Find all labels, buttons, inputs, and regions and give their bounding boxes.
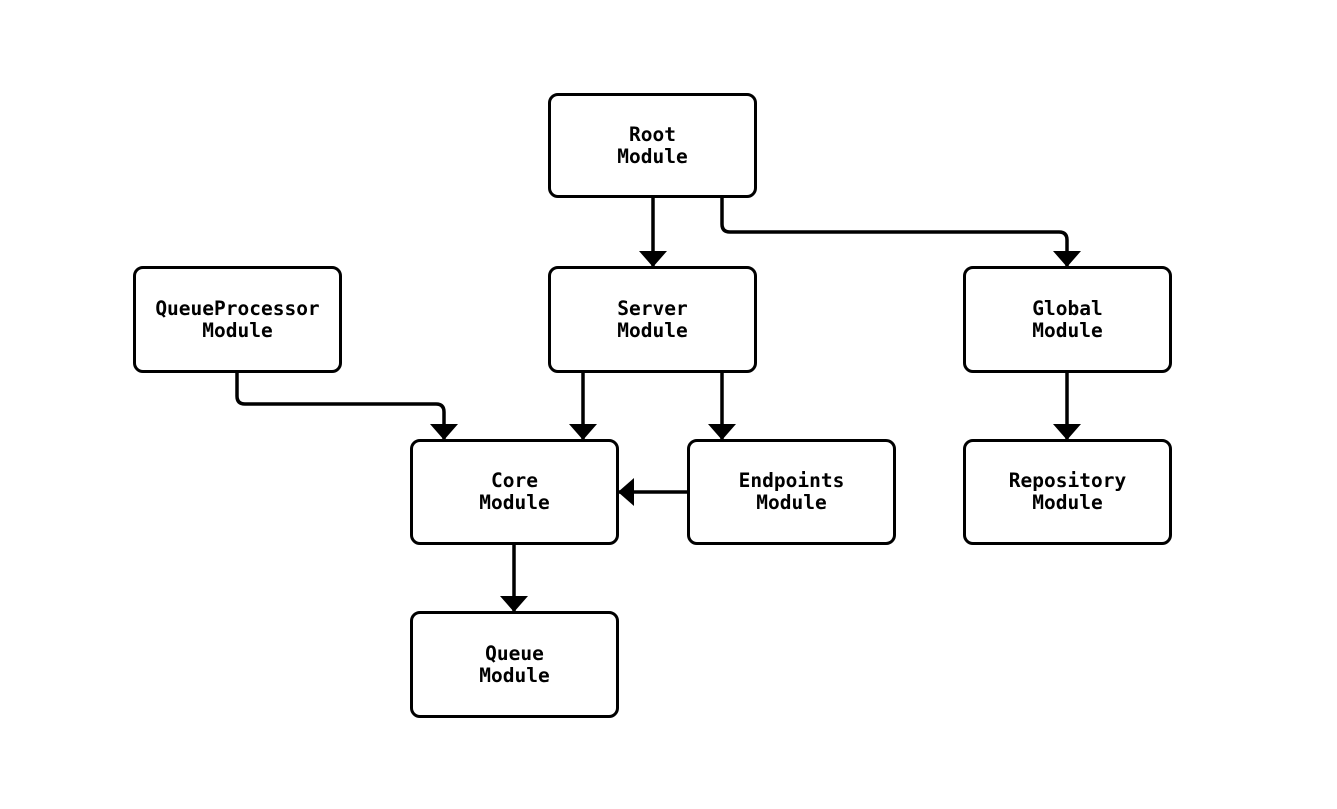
node-root-module: Root Module	[548, 93, 757, 198]
edge-queueprocessormodule-to-coremodule	[235, 373, 458, 440]
node-label-line1: Endpoints	[738, 469, 845, 492]
node-label-line1: Server	[617, 296, 688, 320]
node-label-line1: Core	[491, 469, 538, 492]
node-label-line2: Module	[756, 491, 827, 514]
node-label-line2: Module	[1032, 318, 1103, 342]
node-core-module: Core Module	[410, 439, 619, 545]
node-label-line1: Repository	[1008, 469, 1127, 492]
node-label-line1: Global	[1032, 296, 1103, 320]
node-label-line2: Module	[479, 491, 550, 514]
node-label-line2: Module	[617, 144, 688, 168]
node-label-line1: Root	[629, 122, 676, 146]
node-queueprocessor-module: QueueProcessor Module	[133, 266, 342, 373]
node-repository-module: Repository Module	[963, 439, 1172, 545]
node-label-line2: Module	[479, 663, 550, 687]
node-server-module: Server Module	[548, 266, 757, 373]
node-queue-module: Queue Module	[410, 611, 619, 718]
node-label-line2: Module	[1032, 491, 1103, 514]
node-label-line2: Module	[202, 318, 273, 342]
node-global-module: Global Module	[963, 266, 1172, 373]
node-label-line1: QueueProcessor	[155, 296, 320, 320]
node-label-line1: Queue	[485, 641, 544, 665]
edge-rootmodule-to-globalmodule	[720, 198, 1081, 267]
node-endpoints-module: Endpoints Module	[687, 439, 896, 545]
node-label-line2: Module	[617, 318, 688, 342]
